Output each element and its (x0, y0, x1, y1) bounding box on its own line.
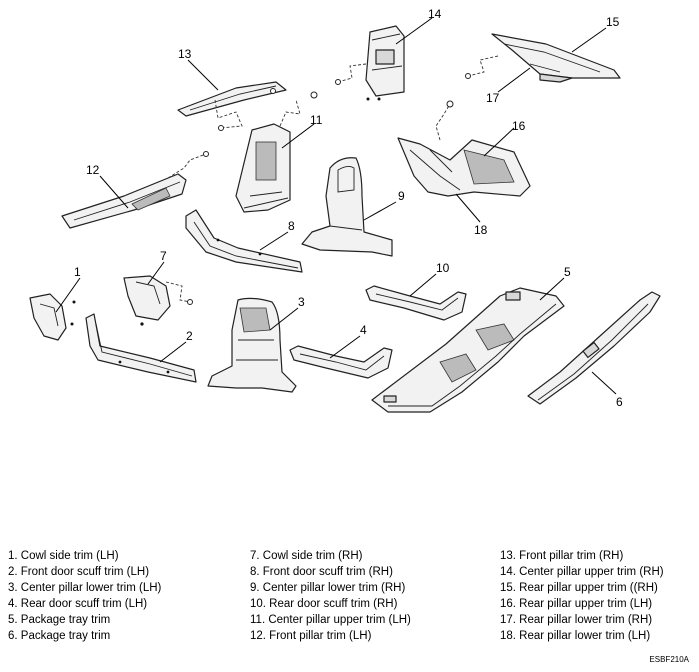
legend-item: 8. Front door scuff trim (RH) (250, 566, 393, 579)
part-cowl-side-trim-rh (123, 275, 193, 326)
part-rear-pillar-trim-rh (465, 33, 621, 83)
part-rear-door-scuff-trim-rh (365, 285, 467, 321)
part-package-tray-trim-2 (527, 291, 661, 405)
part-rear-pillar-trim-lh (397, 100, 531, 197)
legend-column-1: 1. Cowl side trim (LH) 2. Front door scu… (8, 548, 161, 645)
part-rear-door-scuff-trim-lh (289, 345, 393, 379)
callout-5: 5 (564, 265, 571, 279)
callout-8: 8 (288, 219, 295, 233)
callout-numbers: 1 2 3 4 5 6 7 8 9 10 11 12 13 14 15 16 1… (74, 7, 623, 409)
legend-item: 14. Center pillar upper trim (RH) (500, 566, 664, 579)
part-front-door-scuff-trim-lh (85, 313, 197, 383)
part-center-pillar-upper-trim-rh (335, 25, 405, 101)
figure-code: ESBF210A (649, 655, 689, 664)
legend-item: 10. Rear door scuff trim (RH) (250, 598, 398, 611)
part-front-door-scuff-trim-rh (185, 209, 303, 273)
callout-12: 12 (86, 163, 100, 177)
leader-lines (55, 17, 617, 395)
callout-1: 1 (74, 265, 81, 279)
callout-17: 17 (486, 91, 500, 105)
legend-item: 5. Package tray trim (8, 614, 111, 627)
callout-2: 2 (186, 329, 193, 343)
callout-10: 10 (436, 261, 450, 275)
part-cowl-side-trim-lh (29, 293, 76, 341)
legend-item: 18. Rear pillar lower trim (LH) (500, 630, 651, 643)
legend-item: 12. Front pillar trim (LH) (250, 630, 372, 643)
part-front-pillar-trim-lh (61, 151, 209, 229)
legend-item: 11. Center pillar upper trim (LH) (250, 614, 411, 627)
legend-item: 7. Cowl side trim (RH) (250, 550, 363, 562)
legend-item: 1. Cowl side trim (LH) (8, 550, 119, 562)
callout-14: 14 (428, 7, 442, 21)
part-center-pillar-lower-trim-lh (207, 297, 297, 393)
callout-16: 16 (512, 119, 526, 133)
exploded-parts-diagram: 1 2 3 4 5 6 7 8 9 10 11 12 13 14 15 16 1… (29, 7, 661, 413)
callout-4: 4 (360, 323, 367, 337)
legend-item: 9. Center pillar lower trim (RH) (250, 582, 406, 595)
callout-18: 18 (474, 223, 488, 237)
legend-item: 6. Package tray trim (8, 630, 111, 643)
legend-column-2: 7. Cowl side trim (RH) 8. Front door scu… (250, 548, 411, 645)
callout-3: 3 (298, 295, 305, 309)
part-package-tray-trim (371, 287, 565, 413)
callout-13: 13 (178, 47, 192, 61)
part-front-pillar-trim-rh (177, 81, 287, 131)
legend-item: 2. Front door scuff trim (LH) (8, 566, 150, 579)
legend-item: 4. Rear door scuff trim (LH) (8, 598, 148, 611)
legend-item: 15. Rear pillar upper trim ((RH) (500, 582, 658, 595)
legend-item: 3. Center pillar lower trim (LH) (8, 582, 162, 595)
parts-legend: 1. Cowl side trim (LH) 2. Front door scu… (0, 548, 699, 648)
callout-11: 11 (310, 113, 323, 127)
legend-item: 16. Rear pillar upper trim (LH) (500, 598, 653, 611)
legend-item: 17. Rear pillar lower trim (RH) (500, 614, 653, 627)
part-center-pillar-upper-trim-lh (235, 91, 318, 213)
part-center-pillar-lower-trim-rh (301, 157, 393, 257)
callout-7: 7 (160, 249, 167, 263)
callout-15: 15 (606, 15, 620, 29)
legend-column-3: 13. Front pillar trim (RH) 14. Center pi… (500, 548, 664, 645)
legend-item: 13. Front pillar trim (RH) (500, 550, 624, 562)
callout-6: 6 (616, 395, 623, 409)
callout-9: 9 (398, 189, 405, 203)
